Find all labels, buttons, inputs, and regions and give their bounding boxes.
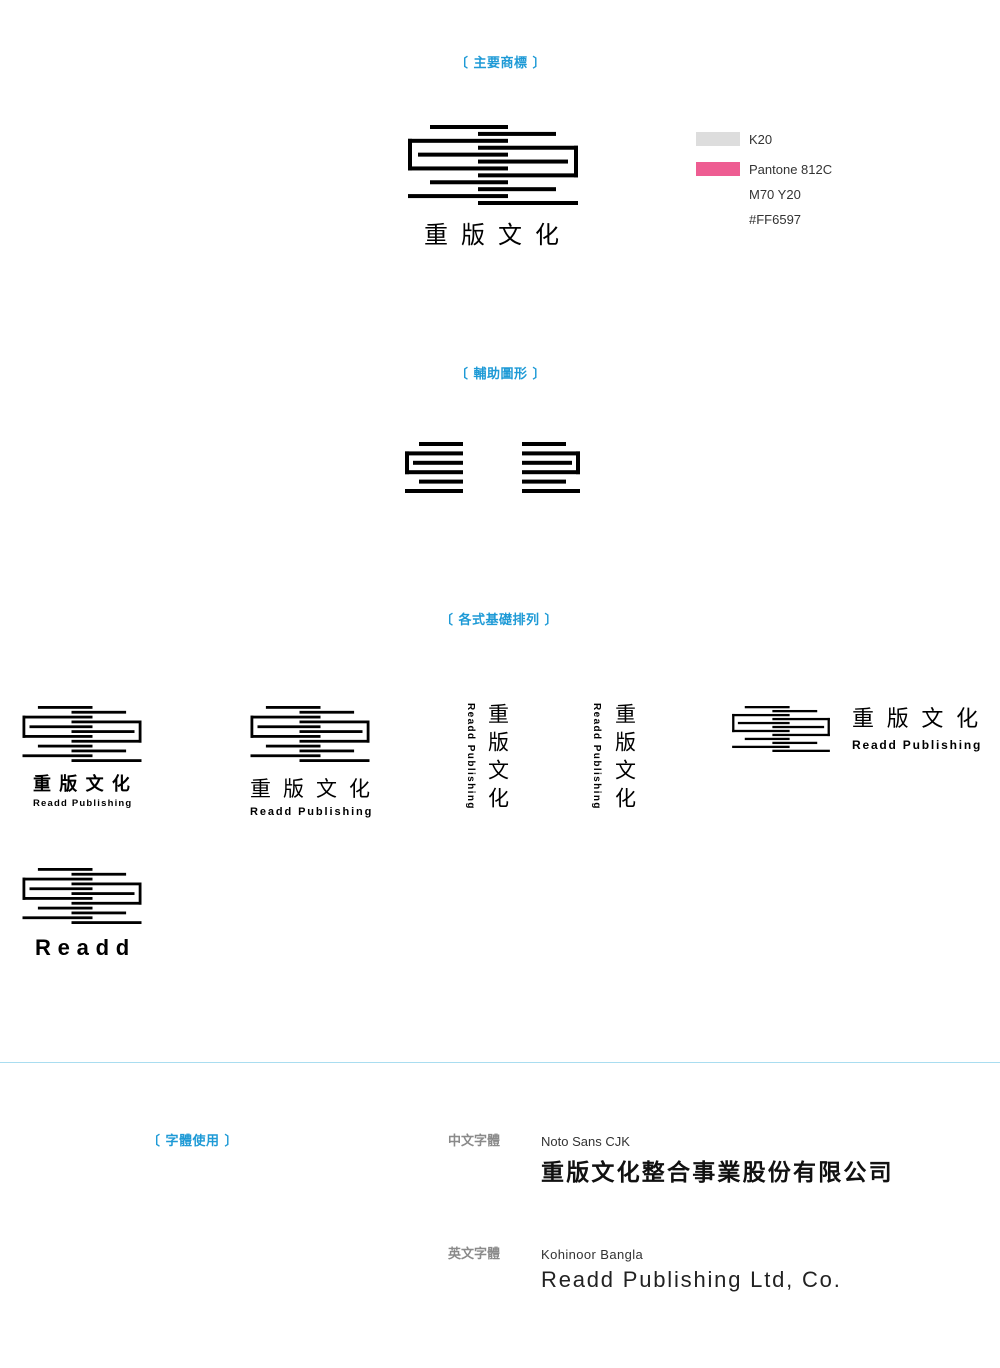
section-divider bbox=[0, 1062, 1000, 1063]
lockup-a-name-zh: 重版文化 bbox=[33, 774, 139, 795]
color-label-hex: #FF6597 bbox=[749, 211, 802, 227]
lockup-c-name-zh: 重版文化 bbox=[485, 702, 510, 815]
section-heading-layouts: 〔 各式基礎排列 〕 bbox=[440, 613, 559, 628]
lockup-a-mark-icon bbox=[22, 706, 142, 762]
lockup-c-name-en: Readd Publishing bbox=[465, 703, 476, 810]
lockup-d-name-en: Readd Publishing bbox=[591, 703, 602, 810]
font-sample-en: Readd Publishing Ltd, Co. bbox=[541, 1267, 842, 1292]
lockup-b-mark-icon bbox=[250, 706, 370, 762]
lockup-f-short-name: Readd bbox=[35, 935, 136, 960]
lockup-e-mark-icon bbox=[732, 706, 830, 752]
font-name-zh: Noto Sans CJK bbox=[541, 1133, 630, 1149]
lockup-d-name-zh: 重版文化 bbox=[612, 702, 637, 815]
lockup-e-name-zh: 重版文化 bbox=[852, 707, 991, 732]
font-name-en: Kohinoor Bangla bbox=[541, 1246, 644, 1262]
main-logo-name-zh: 重版文化 bbox=[424, 221, 572, 249]
lockup-b-name-zh: 重版文化 bbox=[250, 776, 382, 801]
aux-graphic-right-icon bbox=[522, 442, 580, 493]
color-label-pantone: Pantone 812C bbox=[749, 161, 833, 177]
aux-graphic-left-icon bbox=[405, 442, 463, 493]
lockup-f-mark-icon bbox=[22, 868, 142, 924]
section-heading-main-logo: 〔 主要商標 〕 bbox=[455, 56, 547, 71]
lockup-a-name-en: Readd Publishing bbox=[33, 798, 133, 810]
color-swatch-k20 bbox=[696, 132, 740, 146]
color-label-k20: K20 bbox=[749, 131, 773, 147]
font-sample-zh: 重版文化整合事業股份有限公司 bbox=[541, 1159, 894, 1186]
section-heading-typography: 〔 字體使用 〕 bbox=[147, 1134, 239, 1149]
section-heading-auxiliary: 〔 輔助圖形 〕 bbox=[455, 367, 547, 382]
lockup-e-name-en: Readd Publishing bbox=[852, 738, 983, 752]
color-swatch-pantone bbox=[696, 162, 740, 176]
color-label-cmyk: M70 Y20 bbox=[749, 186, 801, 202]
lockup-b-name-en: Readd Publishing bbox=[250, 805, 374, 818]
font-label-zh: 中文字體 bbox=[448, 1133, 501, 1149]
font-label-en: 英文字體 bbox=[448, 1246, 501, 1262]
main-logo-mark-icon bbox=[408, 125, 578, 205]
